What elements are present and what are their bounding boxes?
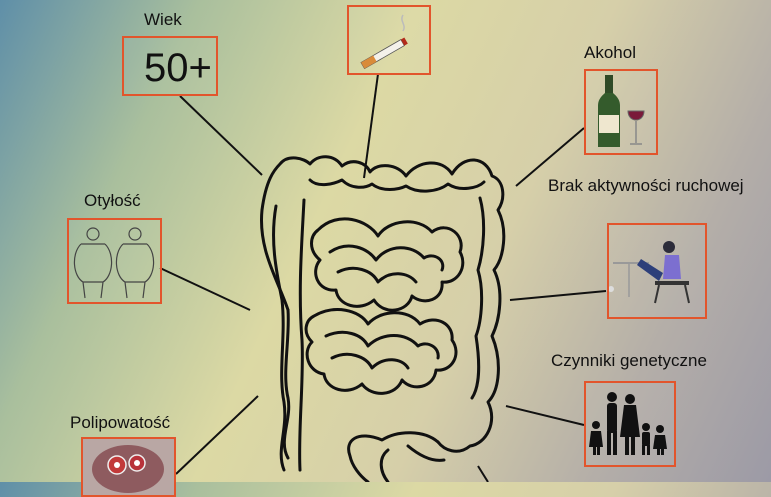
obese-people-icon bbox=[73, 227, 155, 299]
smoking-box bbox=[347, 5, 431, 75]
age-label: Wiek bbox=[144, 10, 182, 29]
age-value: 50+ bbox=[144, 46, 212, 90]
wine-bottle-icon bbox=[598, 75, 645, 147]
age-box: 50+ bbox=[122, 36, 218, 96]
cigarette-icon bbox=[360, 14, 408, 70]
alcohol-label: Akohol bbox=[584, 43, 636, 62]
sitting-person-icon bbox=[609, 241, 690, 304]
inactivity-box bbox=[607, 223, 707, 319]
polyps-label: Polipowatość bbox=[70, 413, 171, 432]
inactivity-label: Brak aktywności ruchowej bbox=[548, 176, 744, 195]
genetic-box bbox=[584, 381, 676, 467]
polyp-endoscopy-icon bbox=[83, 439, 174, 495]
intestine-icon bbox=[259, 155, 506, 482]
genetic-label: Czynniki genetyczne bbox=[551, 351, 707, 370]
obesity-box bbox=[67, 218, 162, 304]
alcohol-box bbox=[584, 69, 658, 155]
connector-lines bbox=[159, 73, 607, 482]
obesity-label: Otyłość bbox=[84, 191, 141, 210]
polyps-box bbox=[81, 437, 176, 497]
family-icon bbox=[589, 392, 667, 455]
